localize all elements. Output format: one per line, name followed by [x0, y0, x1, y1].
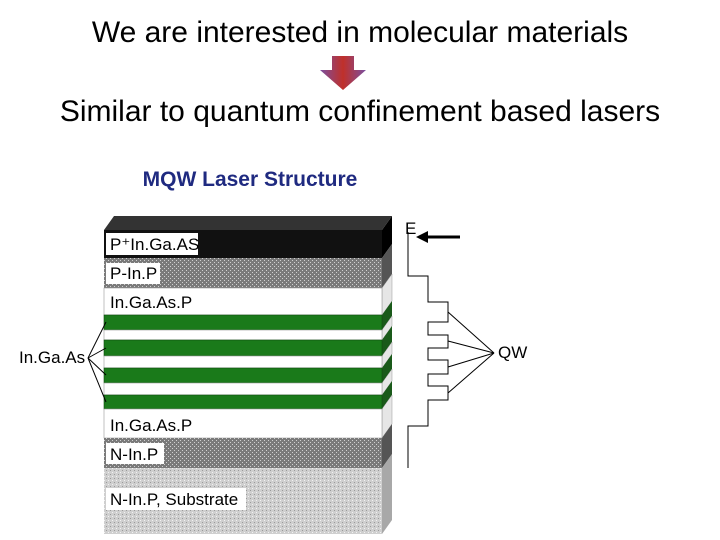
quantum-well-1 — [103, 314, 383, 331]
field-label: E — [405, 219, 416, 238]
lower-waveguide-layer — [103, 408, 383, 439]
band-profile — [407, 232, 449, 468]
wells-callout-label: In.Ga.As — [19, 348, 85, 367]
quantum-well-3 — [103, 367, 383, 384]
cap-layer-top — [104, 216, 392, 230]
headline: We are interested in molecular materials — [91, 16, 629, 49]
p-cladding-label: P-In.P — [110, 264, 157, 283]
n-cladding-label: N-In.P — [110, 445, 158, 464]
qw-callout-label: QW — [498, 343, 527, 362]
cap-layer-label: P⁺In.Ga.AS — [110, 235, 199, 254]
lower-waveguide-label: In.Ga.As.P — [110, 416, 192, 435]
diagram-title: MQW Laser Structure — [142, 168, 358, 191]
quantum-well-4 — [103, 394, 383, 410]
upper-waveguide-label: In.Ga.As.P — [110, 293, 192, 312]
barrier-1 — [103, 329, 383, 341]
substrate-label: N-In.P, Substrate — [110, 490, 238, 509]
down-arrow-icon — [320, 56, 366, 90]
barrier-2 — [103, 355, 383, 369]
layer-stack-side — [381, 216, 393, 534]
wells-callout-lines — [87, 321, 107, 403]
quantum-well-2 — [103, 339, 383, 357]
barrier-3 — [103, 382, 383, 396]
field-arrow-icon — [416, 231, 460, 243]
qw-callout-lines — [447, 311, 495, 394]
subheadline: Similar to quantum confinement based las… — [59, 95, 661, 128]
